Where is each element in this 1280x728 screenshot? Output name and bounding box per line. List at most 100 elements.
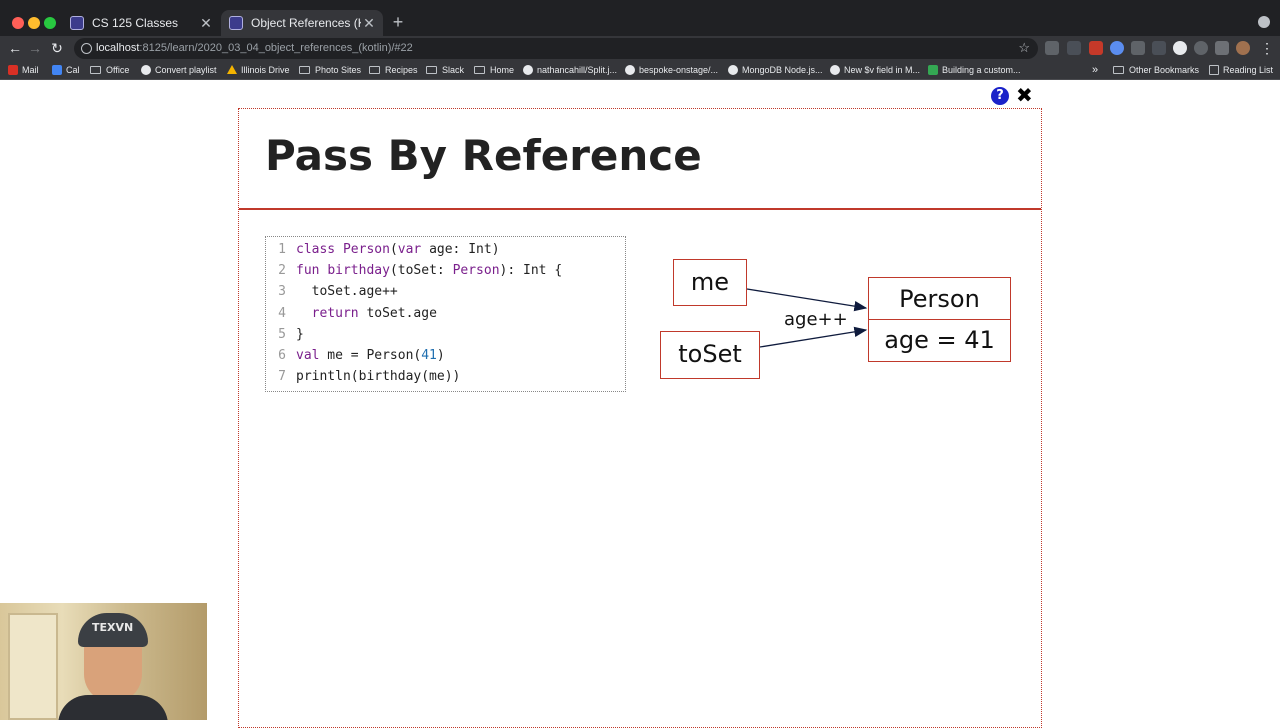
code-token: var — [397, 242, 422, 257]
extension-white-icon[interactable] — [1173, 41, 1187, 55]
line-number: 2 — [278, 263, 286, 279]
code-token: age: Int) — [421, 242, 500, 257]
code-token: } — [296, 326, 304, 342]
reading-list-icon — [1209, 65, 1219, 75]
maximize-window-button[interactable] — [44, 17, 56, 29]
bookmark-photo-sites[interactable]: Photo Sites — [299, 63, 361, 77]
folder-icon — [369, 66, 380, 74]
close-window-button[interactable] — [12, 17, 24, 29]
close-slide-icon[interactable]: ✖ — [1016, 83, 1033, 107]
bookmark-home[interactable]: Home — [474, 63, 514, 77]
code-token: println(birthday(me)) — [296, 369, 461, 385]
browser-toolbar: ← → ↻ localhost:8125/learn/2020_03_04_ob… — [0, 36, 1280, 60]
code-line: 5} — [266, 324, 304, 345]
reload-icon[interactable]: ↻ — [51, 40, 63, 56]
bookmark-star-icon[interactable]: ☆ — [1018, 40, 1030, 55]
bookmark-building-custom[interactable]: Building a custom... — [928, 63, 1021, 77]
extension-shield-icon[interactable] — [1067, 41, 1081, 55]
address-bar[interactable]: localhost:8125/learn/2020_03_04_object_r… — [74, 38, 1038, 59]
bookmark-label: Cal — [66, 65, 80, 75]
bookmark-label: Building a custom... — [942, 65, 1021, 75]
hat-logo-text: TEXVN — [92, 621, 134, 634]
me-label: me — [690, 268, 730, 296]
bookmark-illinois-drive[interactable]: Illinois Drive — [227, 63, 290, 77]
bookmark-label: Convert playlist — [155, 65, 217, 75]
code-token: fun — [296, 263, 328, 279]
profile-avatar[interactable] — [1236, 41, 1250, 55]
extension-red-icon[interactable] — [1089, 41, 1103, 55]
reading-list[interactable]: Reading List — [1209, 63, 1273, 77]
bookmark-new-v-field[interactable]: New $v field in M... — [830, 63, 920, 77]
github-icon — [625, 65, 635, 75]
bookmark-cal[interactable]: Cal — [52, 63, 80, 77]
bookmark-split-js[interactable]: nathancahill/Split.j... — [523, 63, 617, 77]
slide-title: Pass By Reference — [265, 131, 702, 180]
age-increment-label: age++ — [784, 309, 848, 330]
bookmark-label: New $v field in M... — [844, 65, 921, 75]
address-url[interactable]: localhost:8125/learn/2020_03_04_object_r… — [96, 42, 413, 54]
extension-s-icon[interactable] — [1045, 41, 1059, 55]
tab-strip: CS 125 Classes ✕ Object References (Kotl… — [0, 0, 1280, 36]
tab-object-references[interactable]: Object References (Kotlin) ✕ — [221, 10, 383, 36]
code-token: toSet.age — [358, 305, 437, 321]
extension-blue-icon[interactable] — [1110, 41, 1124, 55]
bookmark-recipes[interactable]: Recipes — [369, 63, 418, 77]
help-icon[interactable]: ? — [991, 87, 1009, 105]
bookmark-label: Office — [106, 65, 130, 75]
bookmark-label: Home — [490, 65, 515, 75]
minimize-window-button[interactable] — [28, 17, 40, 29]
bookmark-office[interactable]: Office — [90, 63, 129, 77]
folder-icon — [90, 66, 101, 74]
webcam-background-door — [8, 613, 58, 720]
line-number: 4 — [278, 305, 286, 321]
folder-icon — [474, 66, 485, 74]
browser-menu-icon[interactable]: ⋮ — [1260, 40, 1274, 56]
code-token: 41 — [421, 348, 437, 363]
folder-icon — [299, 66, 310, 74]
new-tab-button[interactable]: + — [392, 12, 404, 32]
bookmark-label: Slack — [442, 65, 465, 75]
code-token: (toSet: — [389, 263, 453, 279]
bookmark-bespoke-onstage[interactable]: bespoke-onstage/... — [625, 63, 718, 77]
extension-move-icon[interactable] — [1152, 41, 1166, 55]
bookmark-convert-playlist[interactable]: Convert playlist — [141, 63, 217, 77]
calendar-icon — [52, 65, 62, 75]
other-bookmarks[interactable]: Other Bookmarks — [1113, 63, 1199, 77]
tab-search-icon[interactable] — [1258, 16, 1270, 28]
extension-grid-icon[interactable] — [1131, 41, 1145, 55]
bookmark-label: Illinois Drive — [241, 65, 290, 75]
bookmark-label: bespoke-onstage/... — [639, 65, 719, 75]
code-line: 4 return toSet.age — [266, 303, 437, 324]
presenter-hat — [78, 613, 148, 647]
back-icon[interactable]: ← — [8, 40, 22, 56]
code-token — [296, 306, 312, 321]
bookmarks-overflow-button[interactable]: » — [1092, 64, 1099, 76]
line-number: 5 — [278, 326, 286, 342]
tab-cs125-classes[interactable]: CS 125 Classes ✕ — [62, 10, 220, 36]
drive-icon — [227, 65, 237, 74]
bookmark-mail[interactable]: Mail — [8, 63, 39, 77]
tab-close-icon[interactable]: ✕ — [200, 14, 212, 31]
github-icon — [523, 65, 533, 75]
bookmark-label: Mail — [22, 65, 39, 75]
site-info-icon[interactable] — [81, 43, 92, 54]
me-reference-box: me — [673, 259, 747, 306]
bookmark-mongodb[interactable]: MongoDB Node.js... — [728, 63, 823, 77]
forward-icon[interactable]: → — [28, 40, 42, 56]
webcam-overlay: TEXVN — [0, 603, 207, 720]
extensions-puzzle-icon[interactable] — [1215, 41, 1229, 55]
bookmark-label: Recipes — [385, 65, 418, 75]
link-icon — [141, 65, 151, 75]
line-number: 6 — [278, 348, 286, 363]
folder-icon — [1113, 66, 1124, 74]
person-class-label: Person — [869, 278, 1010, 320]
tab-close-icon[interactable]: ✕ — [363, 14, 375, 31]
extension-gear-icon[interactable] — [1194, 41, 1208, 55]
bookmark-slack[interactable]: Slack — [426, 63, 464, 77]
code-line: 3 toSet.age++ — [266, 281, 398, 302]
code-token: class — [296, 242, 343, 257]
